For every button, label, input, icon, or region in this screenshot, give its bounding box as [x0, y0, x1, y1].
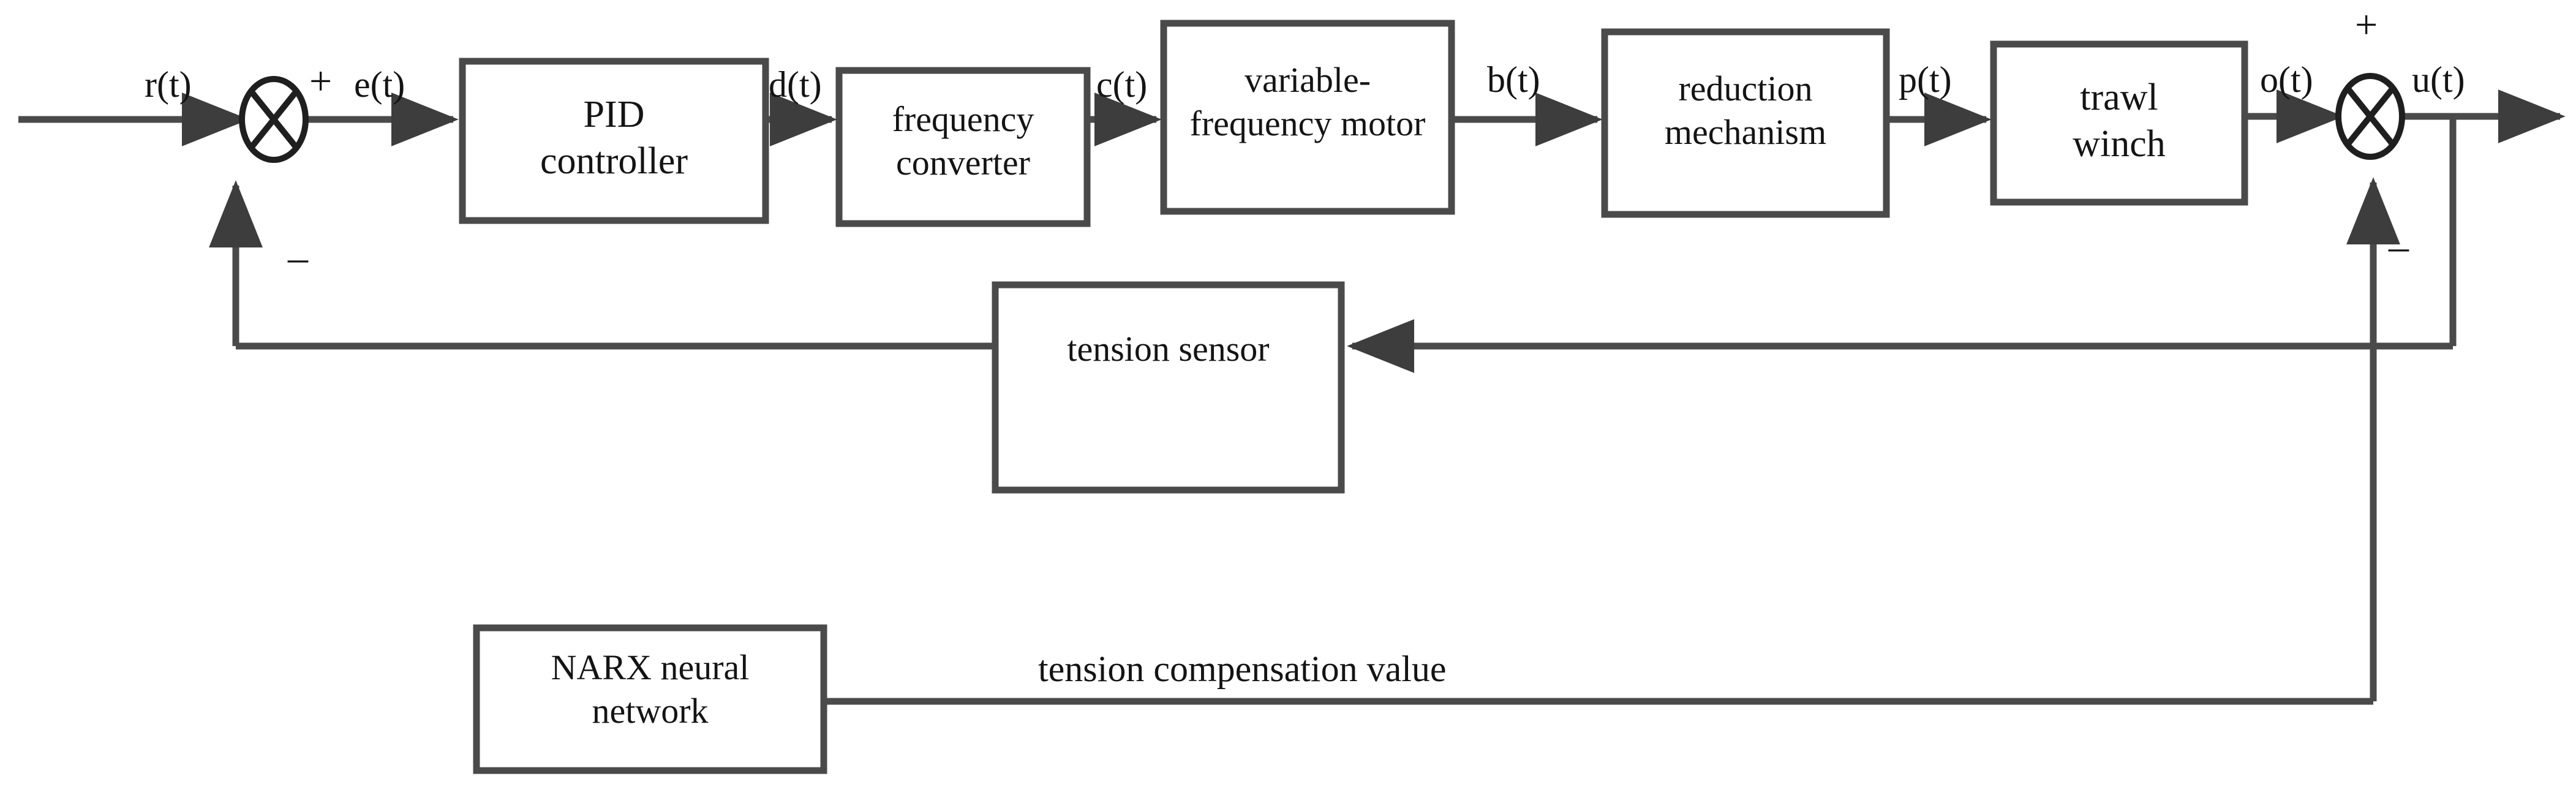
block-rect-tension-sensor[interactable] [992, 281, 1345, 494]
block-rect-pid-controller[interactable] [459, 58, 769, 224]
sign-label-left-sum-plus: + [309, 59, 333, 104]
block-outlines [459, 20, 2248, 774]
signal-label-c: c(t) [1096, 64, 1148, 105]
block-rect-frequency-converter[interactable] [835, 67, 1091, 227]
annotation-tension-compensation-value: tension compensation value [1038, 649, 1447, 689]
signal-label-u: u(t) [2412, 59, 2465, 100]
left-summing-junction-x-stroke-b [249, 89, 299, 150]
sign-label-right-sum-minus: – [2389, 224, 2409, 269]
sign-label-right-sum-plus: + [2355, 2, 2378, 47]
signal-label-d: d(t) [769, 64, 822, 105]
signal-label-o: o(t) [2260, 59, 2313, 100]
summing-junction-glyphs [239, 73, 2405, 163]
signal-label-b: b(t) [1487, 59, 1540, 100]
signal-lines [18, 89, 2566, 705]
signal-label-p: p(t) [1899, 59, 1952, 100]
block-rect-trawl-winch[interactable] [1990, 40, 2248, 206]
block-rect-narx-neural-network[interactable] [473, 624, 827, 774]
block-rect-variable-frequency-motor[interactable] [1160, 20, 1455, 215]
right-summing-junction-x-stroke-b [2345, 86, 2395, 147]
sign-label-left-sum-minus: – [288, 235, 308, 280]
block-rect-reduction-mechanism[interactable] [1601, 28, 1890, 218]
signal-label-r: r(t) [145, 64, 192, 105]
signal-label-e: e(t) [354, 64, 405, 105]
